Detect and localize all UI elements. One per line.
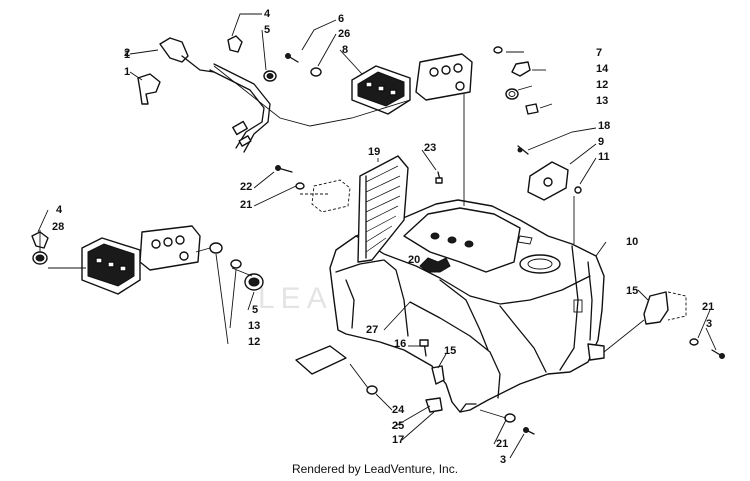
callout-8: 8 bbox=[342, 44, 349, 56]
callout-20: 20 bbox=[408, 254, 421, 266]
left-hinge-plate bbox=[139, 225, 201, 271]
callout-15-bottom: 15 bbox=[444, 345, 457, 357]
callout-6: 6 bbox=[338, 13, 345, 25]
callout-7: 7 bbox=[596, 47, 603, 59]
callout-13-left: 13 bbox=[248, 320, 261, 332]
callout-5-left: 5 bbox=[252, 304, 259, 316]
callout-16: 16 bbox=[394, 338, 407, 350]
callout-28: 28 bbox=[52, 221, 65, 233]
callout-22: 22 bbox=[240, 181, 253, 193]
callout-17: 17 bbox=[392, 434, 405, 446]
leader-lines bbox=[37, 13, 717, 459]
callout-25: 25 bbox=[392, 420, 405, 432]
callout-9: 9 bbox=[598, 136, 605, 148]
top-switch-panel bbox=[351, 65, 411, 115]
callout-1: 1 bbox=[124, 49, 130, 61]
callout-18: 18 bbox=[598, 120, 611, 132]
callout-26: 26 bbox=[338, 28, 351, 40]
right-cover-plate bbox=[517, 145, 582, 201]
callout-3-right: 3 bbox=[706, 318, 713, 330]
callout-27: 27 bbox=[366, 324, 379, 336]
callout-12-left: 12 bbox=[248, 336, 261, 348]
throttle-lever-cable bbox=[137, 37, 411, 153]
callout-23: 23 bbox=[424, 142, 437, 154]
callout-24: 24 bbox=[392, 404, 405, 416]
callout-4-left: 4 bbox=[56, 204, 63, 216]
vent-grille bbox=[357, 155, 409, 263]
callout-21-right: 21 bbox=[702, 301, 715, 313]
callout-3-bottom: 3 bbox=[500, 454, 507, 466]
callout-19: 19 bbox=[368, 146, 381, 158]
callout-labels: 1 2 bbox=[124, 49, 130, 61]
left-switch-panel bbox=[81, 237, 141, 295]
callout-13-top: 13 bbox=[596, 95, 609, 107]
callout-21-left: 21 bbox=[240, 199, 253, 211]
callout-1: 1 bbox=[124, 66, 131, 78]
callout-12-top: 12 bbox=[596, 79, 609, 91]
callout-4-top: 4 bbox=[264, 8, 271, 20]
top-hinge-plate bbox=[415, 53, 473, 101]
callout-11: 11 bbox=[598, 151, 610, 163]
callout-10: 10 bbox=[626, 236, 639, 248]
right-bracket bbox=[643, 291, 725, 359]
callout-21-bottom: 21 bbox=[496, 438, 509, 450]
left-hardware bbox=[31, 231, 264, 291]
rendered-by-credit: Rendered by LeadVenture, Inc. bbox=[291, 462, 459, 476]
center-hardware bbox=[275, 165, 443, 190]
callout-15-right: 15 bbox=[626, 285, 639, 297]
bottom-hardware bbox=[295, 339, 535, 435]
callout-5-top: 5 bbox=[264, 24, 271, 36]
callout-2: 2 bbox=[124, 47, 131, 59]
console-housing bbox=[329, 199, 605, 413]
top-hardware bbox=[227, 35, 539, 115]
mounting-bracket-outline bbox=[300, 179, 351, 213]
callout-14: 14 bbox=[596, 63, 609, 75]
